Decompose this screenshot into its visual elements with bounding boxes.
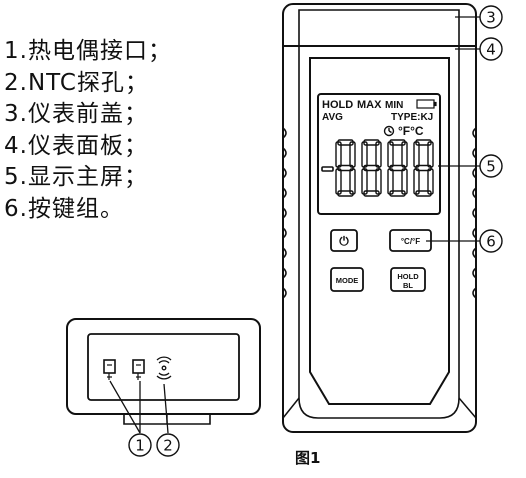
lcd-digit-1-segment-4 [337, 164, 354, 172]
lcd-unit-label: °F°C [398, 124, 424, 138]
mode-key-label: MODE [336, 276, 359, 285]
inner-panel [298, 9, 460, 419]
lcd-digit-4-segment-6 [427, 168, 434, 195]
legend-item-panel: 4.仪表面板； [4, 132, 148, 159]
bottom-inner-panel [87, 333, 240, 401]
lcd-indicators: HOLD MAX MIN AVG TYPE:KJ °F°C [322, 99, 433, 138]
device-bottom-view [66, 318, 261, 425]
lcd-digit-3-segment-4 [389, 164, 406, 172]
lcd-digit-2-segment-2 [361, 141, 368, 168]
callout-number-4: 4 [486, 41, 496, 59]
device-front-view [282, 3, 477, 433]
legend-item-front-cover: 3.仪表前盖； [4, 101, 148, 127]
battery-icon [416, 99, 437, 109]
callout-circle-4 [479, 37, 503, 61]
lcd-digit-1-segment-5 [335, 168, 342, 195]
lcd-digit-4-segment-7 [415, 190, 432, 197]
lcd-digit-1-segment-2 [335, 141, 342, 168]
callout-number-6: 6 [486, 233, 496, 251]
callout-circle-5 [479, 154, 503, 178]
hold-key-label-top: HOLD [397, 272, 419, 281]
chamfer-right [458, 397, 477, 419]
left-grip-ridges [282, 127, 287, 299]
legend-item-display: 5.显示主屏； [4, 164, 148, 190]
lcd-minus-sign [321, 166, 334, 172]
callout-circles [128, 5, 503, 457]
ntc-probe-icon [156, 356, 172, 380]
device-outer-body [282, 3, 477, 433]
lcd-digit-1-segment-7 [337, 190, 354, 197]
lcd-digits [321, 166, 334, 172]
lcd-digit-3-segment-5 [387, 168, 394, 195]
callout-numbers: 3 4 5 6 1 2 [135, 9, 496, 455]
thermocouple-socket-left [103, 359, 116, 374]
callout-number-2: 2 [163, 437, 173, 455]
component-legend: 1.热电偶接口； 2.NTC探孔； 3.仪表前盖； 4.仪表面板； 5.显示主屏… [4, 36, 172, 225]
chamfer-left [282, 397, 300, 419]
faceplate [309, 57, 450, 405]
lcd-digit-2-segment-4 [363, 164, 380, 172]
key-labels: ⏻ °C/°F MODE HOLD BL [336, 234, 421, 290]
bottom-outer-body [66, 318, 261, 415]
lcd-digit-2-segment-3 [375, 141, 382, 168]
lcd-avg-label: AVG [322, 112, 343, 123]
lcd-digit-2-segment-5 [361, 168, 368, 195]
lcd-min-label: MIN [385, 100, 403, 111]
legend-item-thermocouple: 1.热电偶接口； [4, 38, 172, 64]
figure-caption: 图1 [295, 449, 321, 467]
lcd-digit-3-segment-3 [401, 141, 408, 168]
lcd-digit-3-segment-6 [401, 168, 408, 195]
power-key-label: ⏻ [339, 234, 349, 248]
legend-item-ntc-probe: 2.NTC探孔； [4, 69, 149, 96]
right-grip-ridges [472, 127, 477, 299]
lcd-digit-4-segment-2 [413, 141, 420, 168]
callout-circle-1 [128, 433, 152, 457]
unit-key-label: °C/°F [401, 237, 420, 246]
lcd-digit-4-segment-4 [415, 164, 432, 172]
lcd-digit-1-segment-3 [349, 141, 356, 168]
callout-number-3: 3 [486, 9, 496, 27]
power-key[interactable] [330, 229, 358, 252]
legend-item-keypad: 6.按键组。 [4, 195, 124, 222]
lcd-hold-label: HOLD [322, 99, 353, 111]
callout-circle-3 [479, 5, 503, 29]
callout-circle-6 [479, 229, 503, 253]
callout-lines [109, 16, 480, 434]
lcd-digit-4-segment-3 [427, 141, 434, 168]
callout-number-5: 5 [486, 158, 496, 176]
lcd-max-label: MAX [357, 99, 382, 111]
lcd-digit-2-segment-6 [375, 168, 382, 195]
lcd-digit-1-segment-6 [349, 168, 356, 195]
thermocouple-socket-right [132, 359, 145, 374]
lcd-screen [317, 93, 441, 215]
callout-circle-2 [156, 433, 180, 457]
lcd-digit-3-segment-7 [389, 190, 406, 197]
lcd-digit-3-segment-2 [387, 141, 394, 168]
lcd-digit-2-segment-7 [363, 190, 380, 197]
hold-key[interactable] [390, 267, 426, 292]
lcd-type-label: TYPE:KJ [391, 112, 433, 123]
mode-key[interactable] [330, 267, 364, 292]
callout-number-1: 1 [135, 437, 145, 455]
auto-off-clock-icon [383, 125, 395, 137]
hold-key-label-bottom: BL [403, 281, 413, 290]
lcd-digit-group [335, 139, 434, 197]
lcd-digit-4-segment-5 [413, 168, 420, 195]
